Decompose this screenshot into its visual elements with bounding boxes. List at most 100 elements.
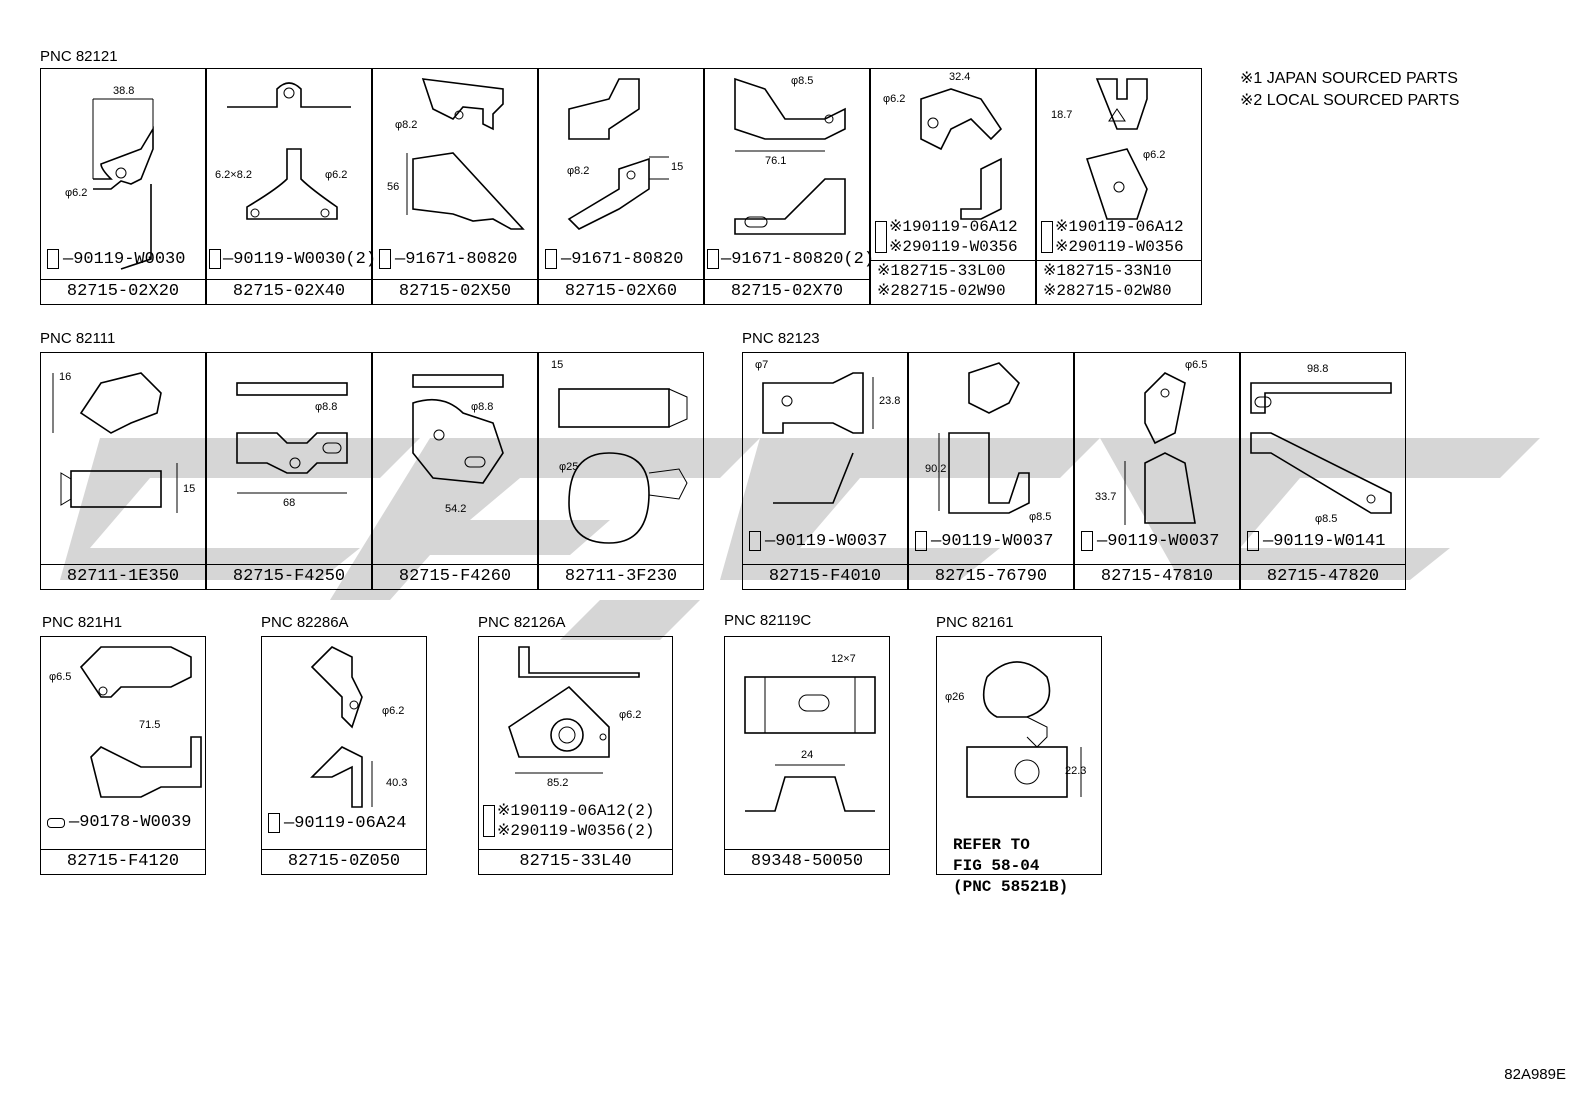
dimension-label: φ8.5 [791, 75, 814, 87]
dimension-label: 98.8 [1307, 363, 1329, 375]
bracket-drawing [310, 646, 373, 808]
bolt-icon [47, 249, 59, 269]
part-cell[interactable]: 90.2 φ8.5 —90119-W0037 82715-76790 [908, 352, 1074, 590]
part-cell[interactable]: φ8.2 56 —91671-80820 82715-02X50 [372, 68, 538, 305]
dimension-label: 15 [671, 161, 684, 173]
clip-drawing [52, 372, 178, 513]
bracket-drawing [406, 78, 525, 230]
part-number: ※182715-33L00※282715-02W90 [871, 260, 1035, 304]
bolt-icon [47, 817, 65, 828]
dimension-label: 90.2 [925, 463, 947, 475]
dimension-label: φ6.2 [325, 169, 348, 181]
bolt-label: —90119-W0030 [47, 249, 185, 269]
part-number: 82715-02X20 [41, 279, 205, 304]
pnc-label: PNC 82123 [742, 330, 820, 347]
part-number: 82715-F4010 [743, 564, 907, 589]
part-cell[interactable]: 98.8 φ8.5 —90119-W0141 82715-47820 [1240, 352, 1406, 590]
bolt-label: —91671-80820(2) [707, 249, 874, 269]
dimension-label: φ7 [755, 359, 769, 371]
bolt-label: —90119-W0141 [1247, 531, 1385, 551]
dimension-label: φ8.8 [471, 401, 494, 413]
bolt-icon [545, 249, 557, 269]
dimension-label: φ26 [945, 691, 965, 703]
dimension-label: 68 [283, 497, 296, 509]
part-number: 89348-50050 [725, 849, 889, 874]
bolt-icon [915, 531, 927, 551]
dimension-label: φ6.2 [65, 187, 88, 199]
part-cell[interactable]: φ6.2 85.2 ※190119-06A12(2)※290119-W0356(… [478, 636, 673, 875]
pnc-label: PNC 82161 [936, 614, 1014, 631]
pnc-label: PNC 82111 [40, 330, 116, 347]
part-cell[interactable]: φ26 22.3 REFER TO FIG 58-04 (PNC 58521B) [936, 636, 1102, 896]
dimension-label: φ8.5 [1315, 513, 1338, 525]
bolt-label: —90119-W0037 [915, 531, 1053, 551]
part-number: 82715-02X40 [207, 279, 371, 304]
clamp-drawing [558, 388, 688, 544]
bolt-label: —90119-W0037 [749, 531, 887, 551]
plate-drawing [744, 676, 876, 812]
part-cell[interactable]: 32.4 φ6.2 ※190119-06A12※290119-W0356 ※18… [870, 68, 1036, 305]
note-local: ※2 LOCAL SOURCED PARTS [1240, 92, 1460, 109]
bolt-icon [209, 249, 221, 269]
dimension-label: φ8.8 [315, 401, 338, 413]
clamp-drawing [966, 661, 1082, 798]
part-cell[interactable]: 16 15 82711-1E350 [40, 352, 206, 590]
dimension-label: 32.4 [949, 71, 971, 83]
part-cell[interactable]: 12×7 24 89348-50050 [724, 636, 890, 875]
dimension-label: φ6.2 [382, 705, 405, 717]
bracket-drawing [1124, 372, 1196, 525]
bracket-drawing [734, 77, 846, 235]
part-cell[interactable]: φ8.8 68 82715-F4250 [206, 352, 372, 590]
part-cell[interactable]: φ7 23.8 —90119-W0037 82715-F4010 [742, 352, 908, 590]
part-cell[interactable]: 38.8 φ6.2 —90119-W0030 82715-02X20 [40, 68, 206, 305]
part-cell[interactable]: 6.2×8.2 φ6.2 —90119-W0030(2) 82715-02X40 [206, 68, 376, 305]
part-number: 82715-F4120 [41, 849, 205, 874]
dimension-label: 12×7 [831, 653, 856, 665]
part-cell[interactable]: φ6.2 40.3 —90119-06A24 82715-0Z050 [261, 636, 427, 875]
bolt-icon [1247, 531, 1259, 551]
dimension-label: 76.1 [765, 155, 787, 167]
dimension-label: 38.8 [113, 85, 135, 97]
bolt-icon [749, 531, 761, 551]
part-cell[interactable]: φ6.5 33.7 —90119-W0037 82715-47810 [1074, 352, 1240, 590]
dimension-label: 6.2×8.2 [215, 169, 253, 181]
bracket-drawing [79, 646, 202, 798]
part-number: 82715-47820 [1241, 564, 1405, 589]
part-number: 82715-47810 [1075, 564, 1239, 589]
dimension-label: 33.7 [1095, 491, 1117, 503]
bolt-icon [1081, 531, 1093, 551]
part-number: 82715-F4250 [207, 564, 371, 589]
bracket-drawing [1085, 78, 1148, 220]
pnc-label: PNC 821H1 [42, 614, 123, 631]
bracket-drawing [762, 372, 874, 504]
note-japan: ※1 JAPAN SOURCED PARTS [1240, 70, 1458, 87]
bracket-drawing [227, 82, 351, 220]
dimension-label: 23.8 [879, 395, 901, 407]
bolt-label: —91671-80820 [379, 249, 517, 269]
part-number: 82715-33L40 [479, 849, 672, 874]
bracket-drawing [1250, 382, 1392, 514]
bolt-icon [707, 249, 719, 269]
bracket-drawing [508, 646, 640, 774]
bolt-icon [379, 249, 391, 269]
dimension-label: φ6.5 [1185, 359, 1208, 371]
part-cell[interactable]: φ8.8 54.2 82715-F4260 [372, 352, 538, 590]
part-number: 82715-02X50 [373, 279, 537, 304]
dimension-label: 15 [183, 483, 196, 495]
part-cell[interactable]: φ8.5 76.1 —91671-80820(2) 82715-02X70 [704, 68, 874, 305]
dimension-label: 15 [551, 359, 564, 371]
part-cell[interactable]: 15 φ25 82711-3F230 [538, 352, 704, 590]
dimension-label: 71.5 [139, 719, 161, 731]
bolt-label: ※190119-06A12(2)※290119-W0356(2) [483, 801, 654, 841]
part-cell[interactable]: 18.7 φ6.2 ※190119-06A12※290119-W0356 ※18… [1036, 68, 1202, 305]
dimension-label: 22.3 [1065, 765, 1087, 777]
dimension-label: φ6.2 [619, 709, 642, 721]
part-cell[interactable]: φ8.2 15 —91671-80820 82715-02X60 [538, 68, 704, 305]
part-number: 82715-02X60 [539, 279, 703, 304]
dimension-label: 85.2 [547, 777, 569, 789]
part-cell[interactable]: φ6.5 71.5 —90178-W0039 82715-F4120 [40, 636, 206, 875]
figure-code: 82A989E [1504, 1066, 1566, 1083]
bolt-label: ※190119-06A12※290119-W0356 [875, 217, 1018, 257]
bolt-label: —90178-W0039 [47, 813, 191, 832]
dimension-label: 56 [387, 181, 400, 193]
